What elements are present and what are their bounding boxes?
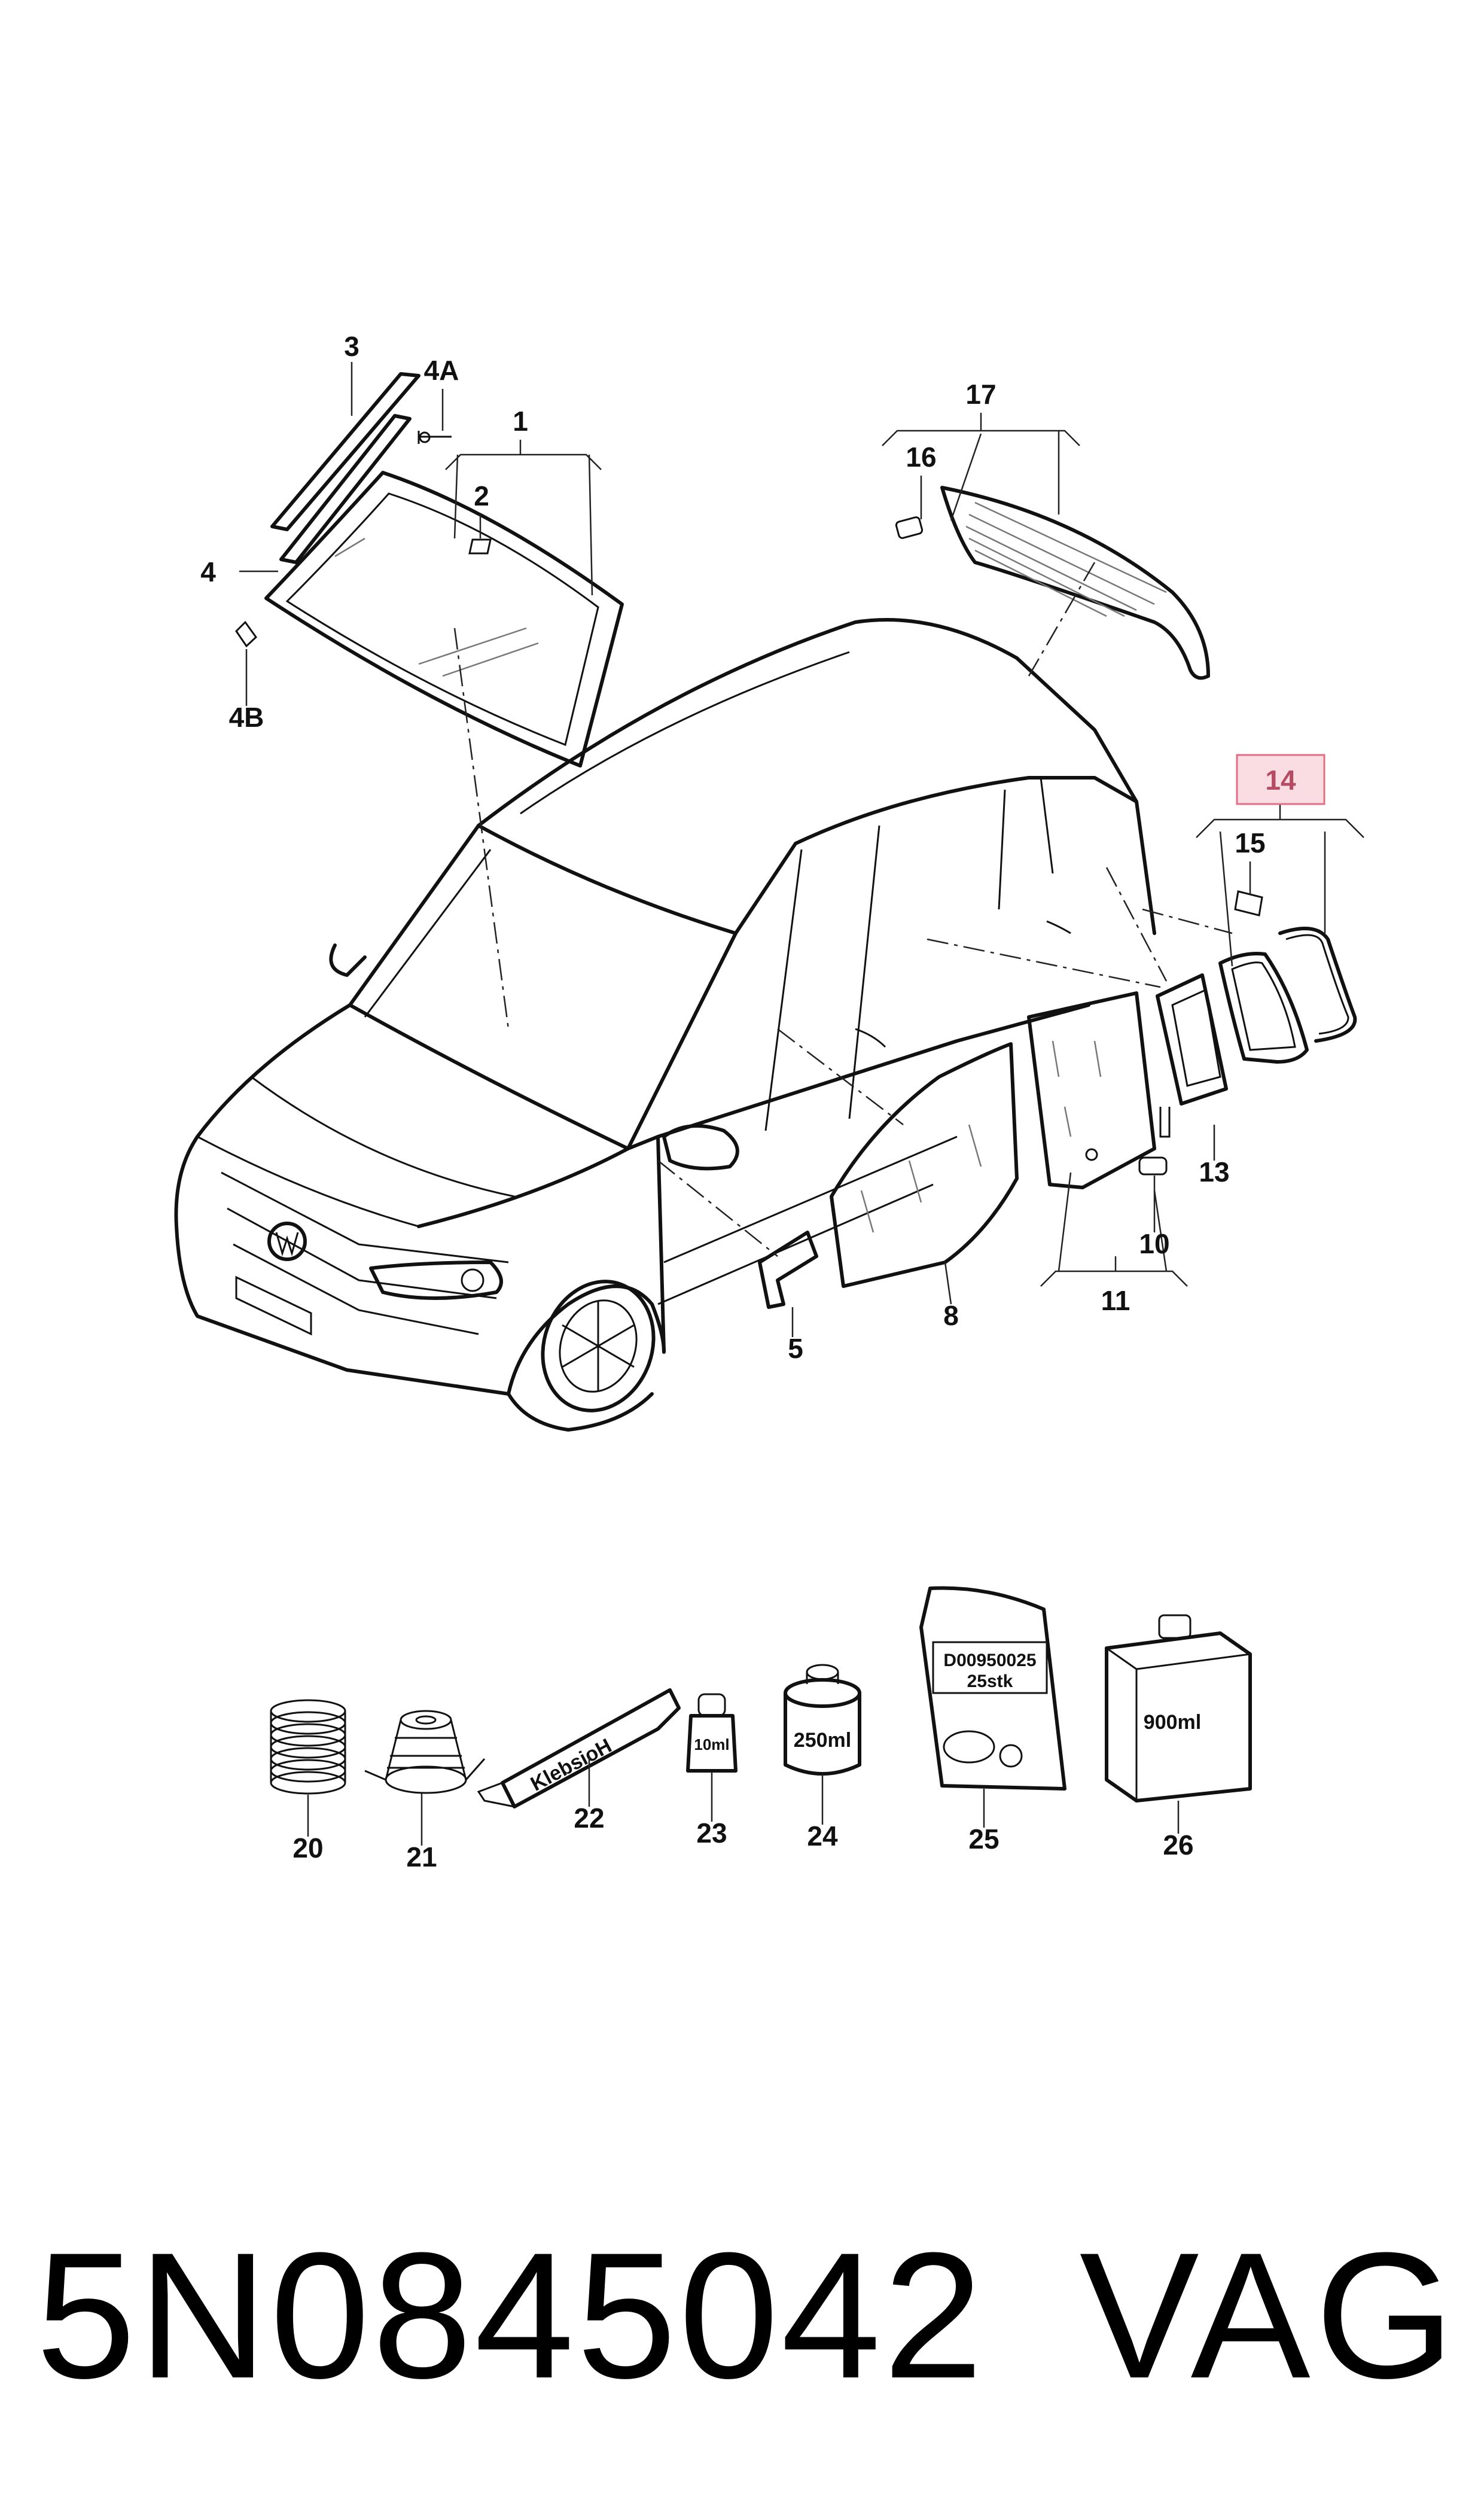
callout-24: 24: [807, 1820, 838, 1852]
callout-25: 25: [968, 1823, 999, 1855]
bottle-label: 10ml: [694, 1735, 729, 1753]
bag-25: D00950025 25stk: [919, 1586, 1066, 1791]
brand-name: VAG: [1079, 2215, 1459, 2416]
callout-3: 3: [344, 331, 359, 362]
bag-label-line2: 25stk: [967, 1671, 1013, 1691]
callout-10: 10: [1139, 1228, 1169, 1259]
callout-22: 22: [574, 1803, 604, 1834]
clip-15: [1234, 890, 1263, 917]
callout-14: 14: [1265, 765, 1296, 796]
callout-labels: 1 2 3 4 4A 4B 17 16 14 15 13 10 11 8 5: [200, 331, 1325, 1364]
clip-4a: [418, 431, 452, 444]
spool-21: [364, 1710, 486, 1794]
callout-4: 4: [200, 556, 216, 587]
callout-1: 1: [513, 406, 528, 437]
callout-20: 20: [292, 1832, 323, 1864]
leader-lines: [239, 362, 1364, 1337]
can-label: 250ml: [794, 1729, 851, 1752]
callout-2: 2: [474, 480, 489, 511]
rear-window-pad-16: [895, 516, 924, 539]
part-number: 5N0845042: [36, 2215, 986, 2416]
seal-14: [1278, 927, 1357, 1043]
callout-13: 13: [1199, 1156, 1229, 1188]
bag-label-line1: D00950025: [943, 1651, 1036, 1670]
side-window-glass-14: [1218, 952, 1309, 1064]
callout-8: 8: [943, 1300, 959, 1331]
windshield-glass: [264, 471, 624, 768]
callout-23: 23: [696, 1817, 727, 1849]
box-26: 900ml: [1105, 1614, 1252, 1803]
service-materials: KlebsioH 10ml 250ml D00950025 25stk: [270, 1586, 1252, 1872]
callout-14-highlight: [1236, 754, 1325, 805]
callout-4a: 4A: [424, 355, 459, 386]
window-regulator-5: [758, 1231, 818, 1309]
bracket-4b: [235, 620, 257, 648]
bottle-23: 10ml: [686, 1693, 738, 1773]
callout-15: 15: [1235, 827, 1265, 858]
rain-sensor-pad: [468, 538, 492, 555]
footer: 5N0845042 VAG: [36, 2225, 1459, 2441]
fastener-10: [1085, 1148, 1168, 1176]
callout-17: 17: [965, 379, 996, 410]
windshield-trim-strips: [270, 372, 420, 564]
front-door-glass: [830, 1042, 1019, 1288]
adhesive-tube-22: KlebsioH: [477, 1688, 681, 1808]
coil-cord-20: [270, 1699, 346, 1795]
box-label: 900ml: [1144, 1711, 1201, 1734]
callout-11: 11: [1101, 1285, 1130, 1316]
callout-4b: 4B: [229, 702, 264, 733]
rear-window-glass: [940, 486, 1210, 680]
callout-21: 21: [406, 1841, 437, 1872]
callout-26: 26: [1163, 1829, 1193, 1861]
can-24: 250ml: [784, 1664, 861, 1776]
callout-5: 5: [788, 1333, 803, 1364]
quarter-window-glass: [1156, 973, 1228, 1138]
rear-door-glass: [1027, 991, 1156, 1189]
callout-16: 16: [906, 442, 936, 473]
vehicle-outline: [174, 618, 1156, 1432]
